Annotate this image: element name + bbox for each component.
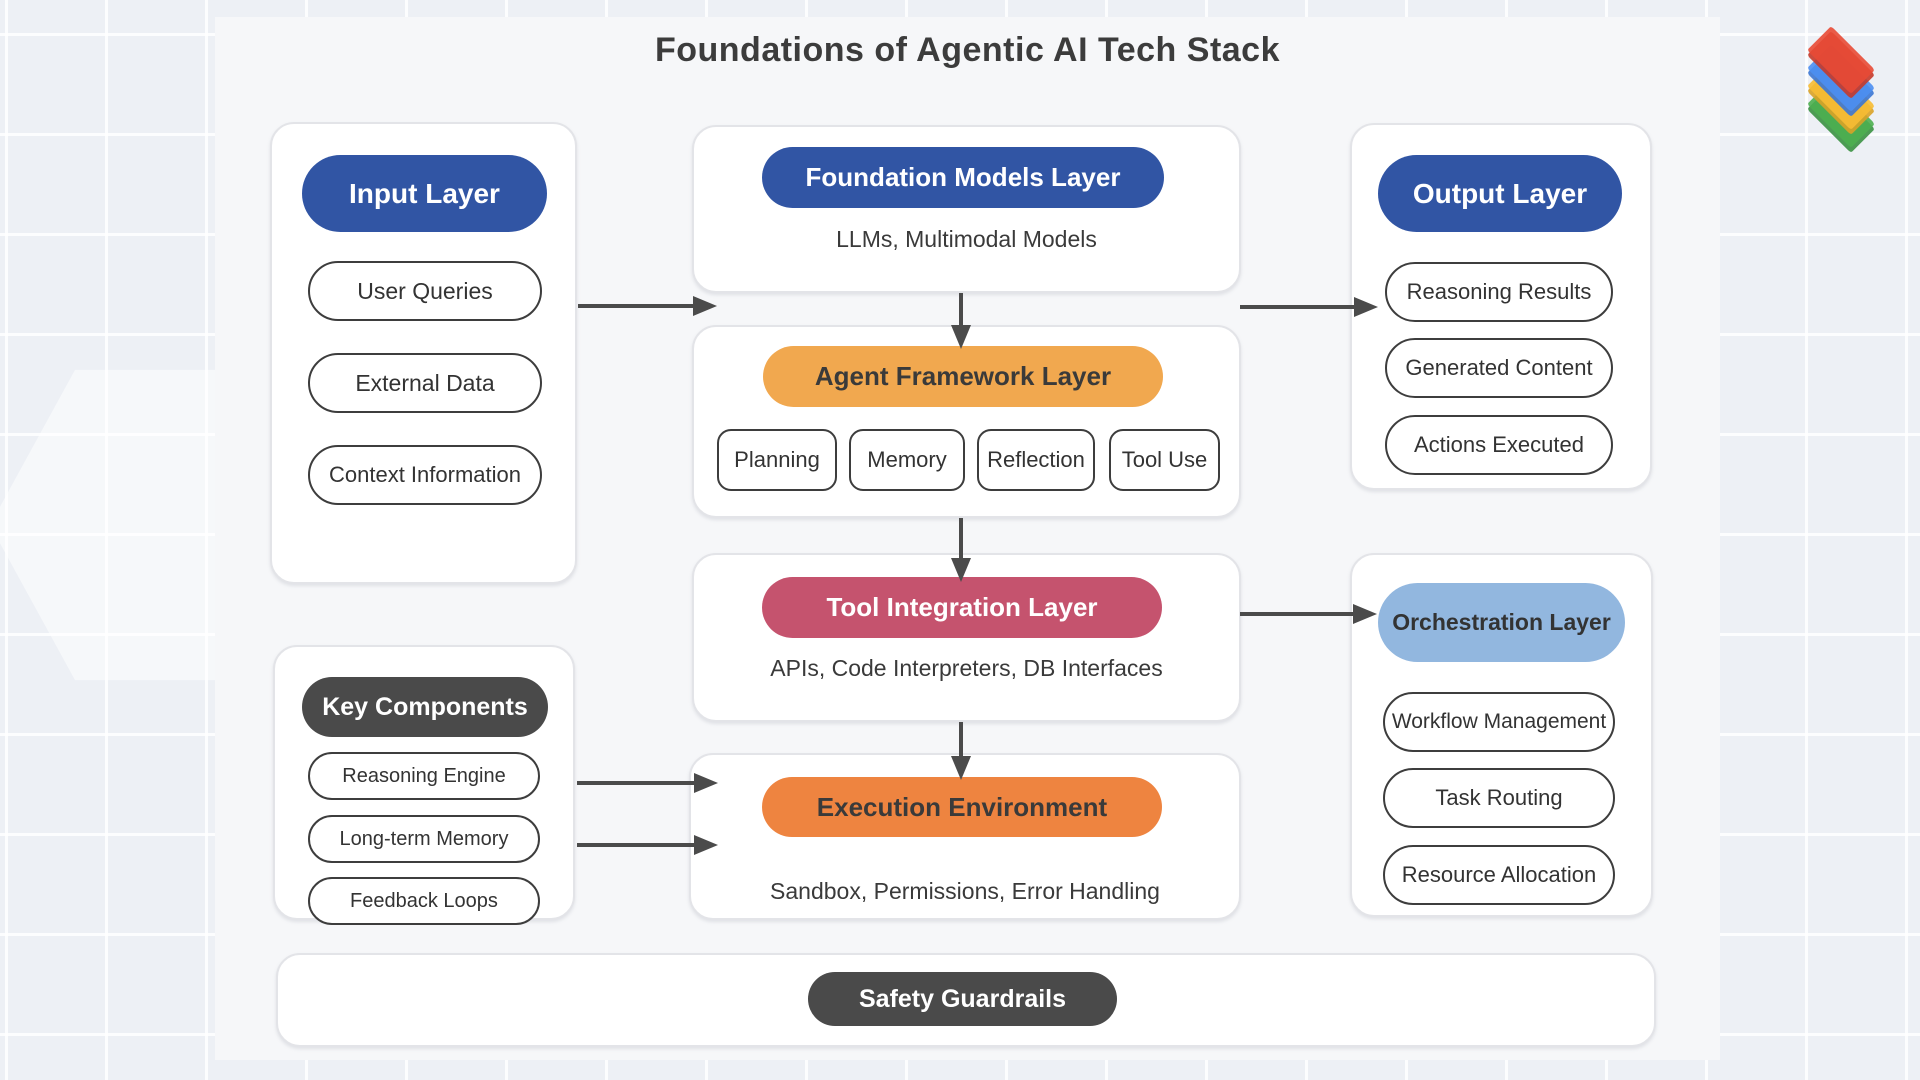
layer-stack-logo [1800, 26, 1884, 153]
foundation-models-subtitle: LLMs, Multimodal Models [836, 225, 1097, 252]
node-context-information: Context Information [308, 445, 542, 505]
arrow-center-to-output [1240, 297, 1378, 317]
tool-integration-header-pill: Tool Integration Layer [762, 577, 1162, 638]
output-layer-header-pill: Output Layer [1378, 155, 1622, 232]
arrow-tool-to-orchestration [1240, 604, 1377, 624]
node-planning: Planning [717, 429, 837, 491]
agent-framework-header-pill: Agent Framework Layer [763, 346, 1163, 407]
key-components-header-pill: Key Components [302, 677, 548, 737]
arrow-key-to-execution-1 [577, 773, 718, 793]
arrow-agent-to-tool [951, 518, 971, 582]
safety-guardrails-pill: Safety Guardrails [808, 972, 1117, 1026]
arrow-key-to-execution-2 [577, 835, 718, 855]
node-resource-allocation: Resource Allocation [1383, 845, 1615, 905]
node-task-routing: Task Routing [1383, 768, 1615, 828]
node-external-data: External Data [308, 353, 542, 413]
node-feedback-loops: Feedback Loops [308, 877, 540, 925]
node-memory: Memory [849, 429, 965, 491]
node-reflection: Reflection [977, 429, 1095, 491]
arrow-foundation-to-agent [951, 293, 971, 349]
node-actions-executed: Actions Executed [1385, 415, 1613, 475]
arrow-input-to-center [578, 296, 717, 316]
node-tool-use: Tool Use [1109, 429, 1220, 491]
execution-environment-subtitle: Sandbox, Permissions, Error Handling [770, 877, 1160, 904]
node-generated-content: Generated Content [1385, 338, 1613, 398]
node-long-term-memory: Long-term Memory [308, 815, 540, 863]
page-title: Foundations of Agentic AI Tech Stack [654, 30, 1280, 69]
tool-integration-subtitle: APIs, Code Interpreters, DB Interfaces [770, 654, 1163, 681]
arrow-tool-to-execution [951, 722, 971, 780]
node-reasoning-engine: Reasoning Engine [308, 752, 540, 800]
node-reasoning-results: Reasoning Results [1385, 262, 1613, 322]
foundation-models-header-pill: Foundation Models Layer [762, 147, 1164, 208]
input-layer-header-pill: Input Layer [302, 155, 547, 232]
node-user-queries: User Queries [308, 261, 542, 321]
execution-environment-header-pill: Execution Environment [762, 777, 1162, 837]
node-workflow-management: Workflow Management [1383, 692, 1615, 752]
orchestration-header-pill: Orchestration Layer [1378, 583, 1625, 662]
